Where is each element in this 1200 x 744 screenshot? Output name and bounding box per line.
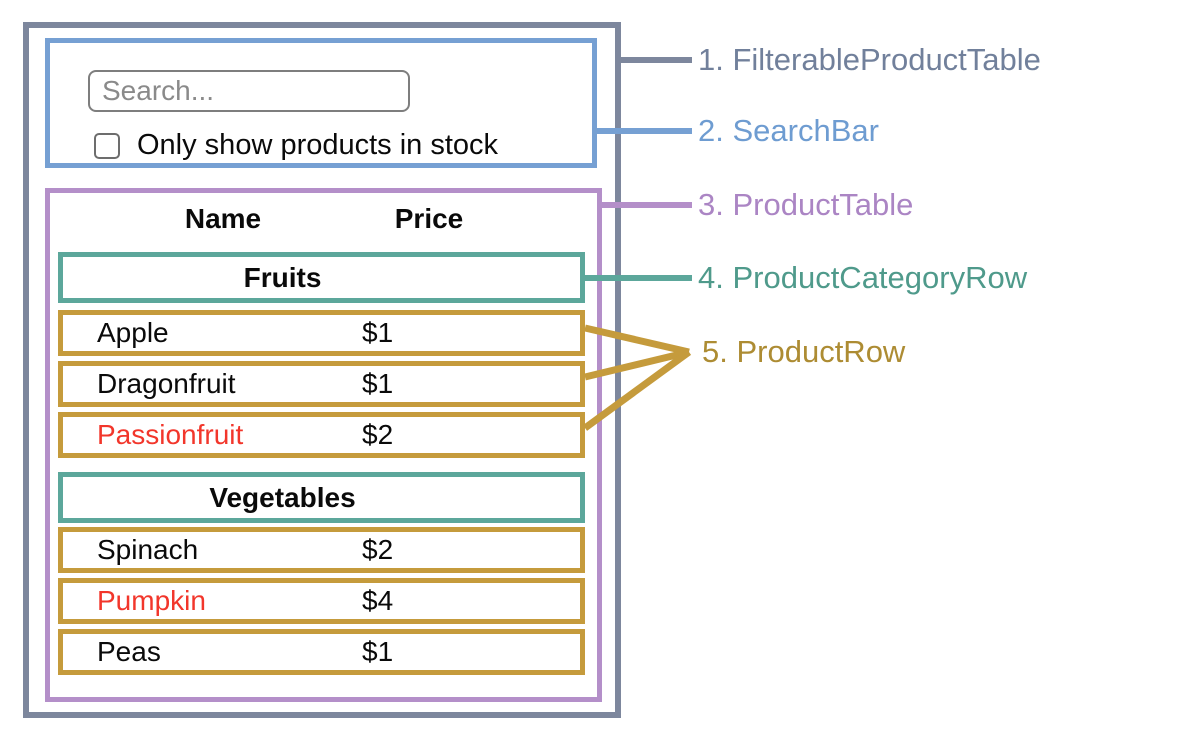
product-row-passionfruit: Passionfruit $2: [58, 412, 585, 458]
product-row-apple: Apple $1: [58, 310, 585, 356]
category-row-fruits: Fruits: [58, 252, 585, 303]
filterable-product-table-outline: Only show products in stock Name Price F…: [23, 22, 621, 718]
column-header-price: Price: [394, 203, 464, 234]
product-name: Apple: [97, 317, 169, 348]
product-price: $2: [362, 419, 394, 450]
product-row-spinach: Spinach $2: [58, 527, 585, 573]
product-price: $4: [362, 585, 394, 616]
category-label: Fruits: [243, 261, 322, 293]
search-input[interactable]: [88, 70, 410, 112]
search-bar-outline: Only show products in stock: [45, 38, 597, 168]
legend-item-search-bar: 2. SearchBar: [698, 113, 879, 148]
product-row-dragonfruit: Dragonfruit $1: [58, 361, 585, 407]
product-price: $1: [362, 636, 394, 667]
product-price: $2: [362, 534, 394, 565]
product-name-out-of-stock: Passionfruit: [97, 419, 244, 450]
category-label: Vegetables: [209, 481, 356, 513]
product-name: Dragonfruit: [97, 368, 236, 399]
product-table-outline: Name Price Fruits Apple $1 Dragonfruit $…: [45, 188, 602, 702]
product-price: $1: [362, 368, 394, 399]
product-row-peas: Peas $1: [58, 629, 585, 675]
legend-item-product-row: 5. ProductRow: [702, 334, 906, 369]
product-price: $1: [362, 317, 394, 348]
product-name-out-of-stock: Pumpkin: [97, 585, 206, 616]
category-row-vegetables: Vegetables: [58, 472, 585, 523]
product-row-pumpkin: Pumpkin $4: [58, 578, 585, 624]
product-name: Spinach: [97, 534, 199, 565]
in-stock-checkbox-label: Only show products in stock: [137, 129, 499, 161]
in-stock-checkbox[interactable]: [94, 132, 120, 159]
legend-item-filterable-product-table: 1. FilterableProductTable: [698, 42, 1041, 77]
legend-item-product-category-row: 4. ProductCategoryRow: [698, 260, 1028, 295]
column-header-name: Name: [184, 203, 262, 234]
legend-item-product-table: 3. ProductTable: [698, 187, 914, 222]
in-stock-row: Only show products in stock: [94, 129, 498, 162]
product-name: Peas: [97, 636, 161, 667]
